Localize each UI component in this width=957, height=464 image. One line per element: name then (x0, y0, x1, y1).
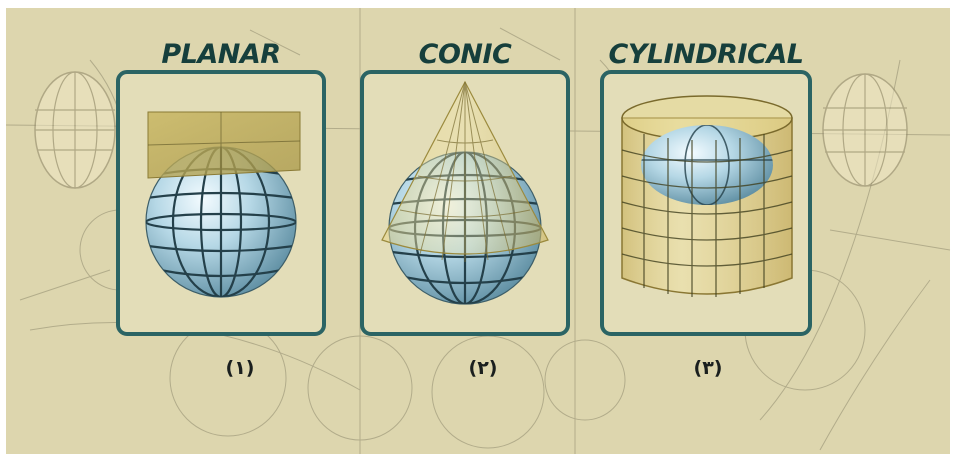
conic-title: CONIC (362, 38, 568, 72)
planar-projection-plane (148, 112, 300, 178)
conic-number: (۲) (443, 355, 523, 381)
planar-panel (118, 72, 324, 334)
planar-number: (۱) (200, 355, 280, 381)
cylindrical-globe (641, 125, 773, 205)
conic-panel (362, 72, 568, 334)
planar-title: PLANAR (118, 38, 324, 72)
left-decorative-globe (35, 72, 115, 188)
right-decorative-globe (823, 74, 907, 186)
cylindrical-title: CYLINDRICAL (602, 38, 810, 72)
cylindrical-number: (۳) (668, 355, 748, 381)
cylindrical-panel (602, 72, 810, 334)
